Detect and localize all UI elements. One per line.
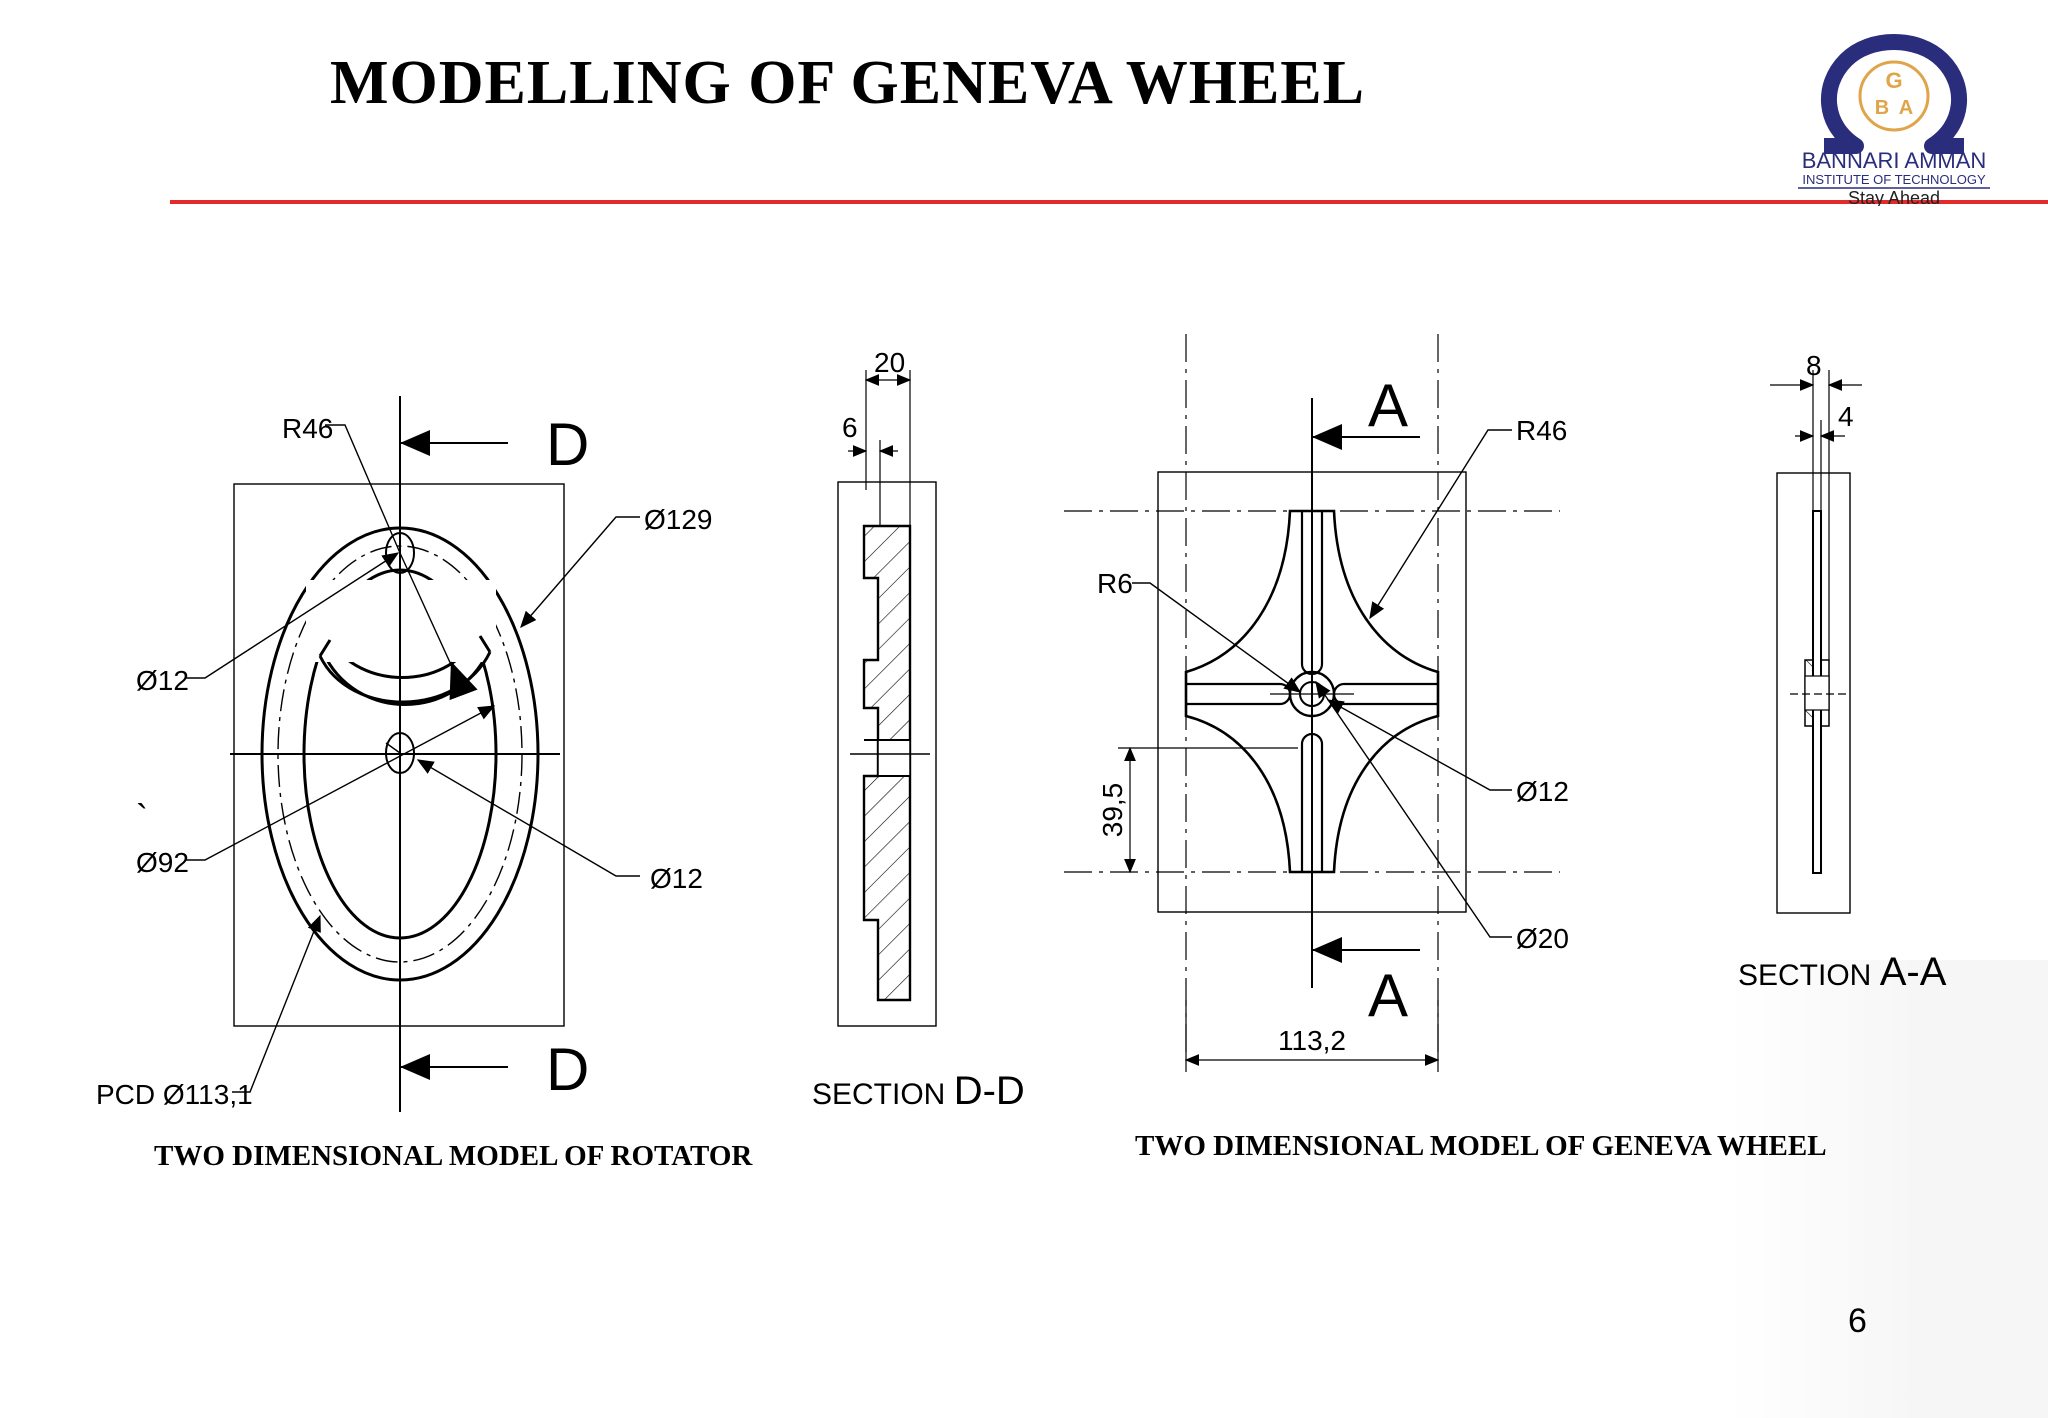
svg-text:B: B — [1875, 97, 1889, 119]
slide-title: MODELLING OF GENEVA WHEEL — [330, 49, 1366, 117]
rotator-section-dd — [837, 370, 937, 1027]
title-underline-rule — [170, 200, 2048, 204]
geneva-d20-label: Ø20 — [1516, 923, 1569, 954]
logo-omega-mark: G B A BANNARI AMMAN INSTITUTE OF TECHNOL… — [1798, 34, 1990, 208]
rotator-front-view — [230, 396, 565, 1112]
page-number: 6 — [1848, 1302, 1867, 1340]
logo-tagline: Stay Ahead — [1848, 188, 1940, 206]
logo-name-line1: BANNARI AMMAN — [1802, 148, 1987, 173]
geneva-caption: TWO DIMENSIONAL MODEL OF GENEVA WHEEL — [1135, 1130, 1827, 1162]
logo-name-line2: INSTITUTE OF TECHNOLOGY — [1802, 172, 1986, 187]
stray-tick-mark: ` — [136, 797, 148, 838]
geneva-r46-label: R46 — [1516, 415, 1567, 446]
section-dd-dim-6: 6 — [842, 412, 858, 443]
section-aa-dim-8: 8 — [1806, 350, 1822, 381]
section-aa-title: SECTION A-A — [1738, 950, 1947, 994]
section-mark-a-bottom: A — [1368, 962, 1408, 1029]
geneva-leaders — [1118, 429, 1512, 1072]
geneva-dim-395: 39,5 — [1097, 783, 1128, 838]
section-dd-title: SECTION D-D — [812, 1069, 1025, 1113]
section-dd-dim-20: 20 — [874, 347, 905, 378]
section-mark-a-top: A — [1368, 372, 1408, 439]
institute-logo: G B A BANNARI AMMAN INSTITUTE OF TECHNOL… — [1784, 26, 2004, 208]
section-mark-d-bottom: D — [546, 1036, 589, 1103]
rotator-d129-label: Ø129 — [644, 504, 713, 535]
svg-text:A: A — [1899, 97, 1913, 119]
rotator-section-marker-bottom: D — [400, 1036, 589, 1103]
section-mark-d-top: D — [546, 411, 589, 478]
logo-mark-letters: G — [1885, 68, 1902, 93]
rotator-d12-right-label: Ø12 — [650, 863, 703, 894]
rotator-pcd-label: PCD Ø113,1 — [96, 1079, 253, 1110]
geneva-d12-label: Ø12 — [1516, 776, 1569, 807]
rotator-caption: TWO DIMENSIONAL MODEL OF ROTATOR — [154, 1140, 753, 1172]
geneva-dim-1132: 113,2 — [1278, 1025, 1346, 1056]
geneva-section-aa — [1770, 370, 1862, 914]
rotator-leaders — [185, 424, 640, 1093]
rotator-section-marker-top: D — [400, 411, 589, 478]
geneva-r6-label: R6 — [1097, 568, 1133, 599]
section-aa-dim-4: 4 — [1838, 401, 1854, 432]
geneva-section-marker-top: A — [1312, 372, 1420, 450]
geneva-section-marker-bottom: A — [1312, 937, 1420, 1029]
rotator-d12-left-label: Ø12 — [136, 665, 189, 696]
rotator-d92-label: Ø92 — [136, 847, 189, 878]
background-shade — [1728, 960, 2048, 1418]
geneva-front-view — [1064, 334, 1560, 1060]
rotator-r46-label: R46 — [282, 413, 333, 444]
